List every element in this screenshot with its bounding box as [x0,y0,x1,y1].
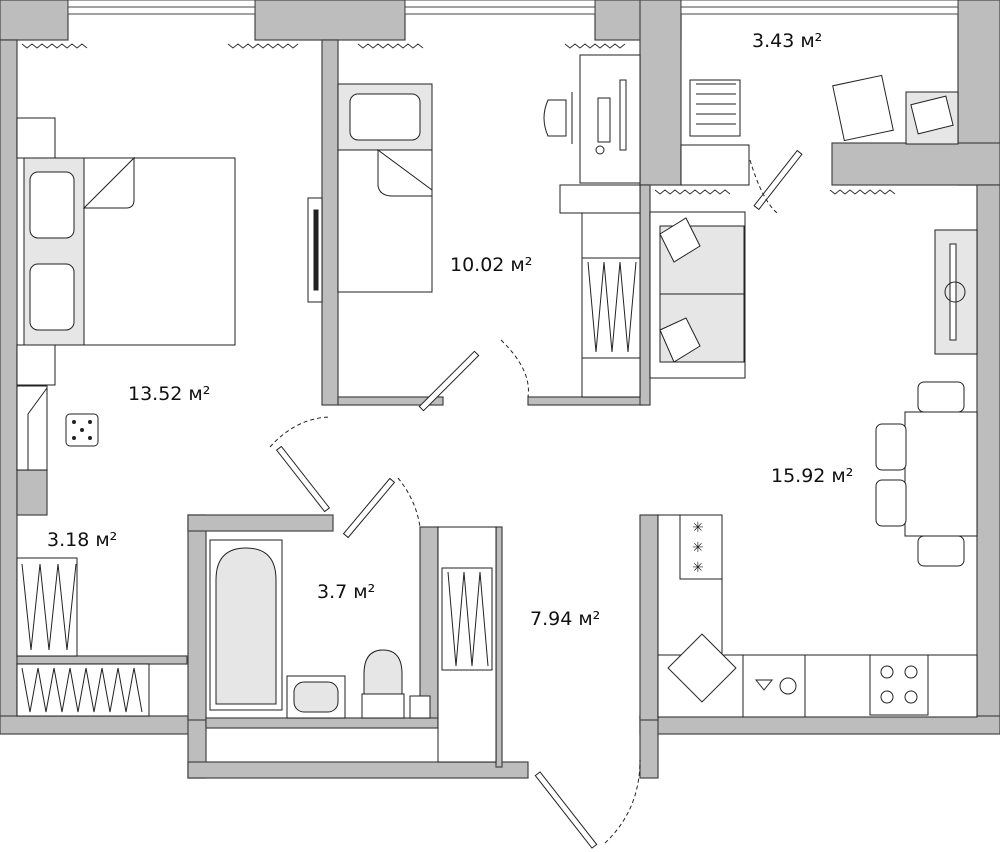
svg-text:✳: ✳ [692,520,704,536]
dresser [16,385,48,471]
label-bathroom: 3.7 м² [317,581,375,603]
windows [67,0,959,15]
svg-text:✳: ✳ [692,540,704,556]
balcony-newspaper [910,95,954,135]
hallway-closet [437,526,497,763]
door-bath-leaf [342,477,396,539]
kitchen-sink [667,633,737,703]
kitchen-furniture: ✳ ✳ ✳ [657,514,978,718]
balcony-furniture [680,74,959,186]
door-child-leaf [418,350,480,412]
wall-right [976,184,1000,721]
wall-bottom-bath-low [187,761,529,779]
bath-box [409,695,431,719]
balcony-chair-2 [832,74,894,142]
wall-bottom-left [0,715,193,735]
chair [543,92,573,144]
toilet [363,649,403,695]
wall-child-bottom-b [527,396,644,406]
wall-bath-left [187,514,207,721]
dining-table [904,411,978,537]
wall-wardrobe-bottom [16,655,188,665]
label-bedroom: 13.52 м² [128,383,210,405]
tv [313,209,319,291]
wall-bedroom-child [321,39,339,406]
wardrobe-room-furniture [16,557,150,717]
dining-chair-3 [875,479,907,527]
dining-chair-2 [875,423,907,471]
wall-kitchen-left [639,514,659,721]
label-balcony: 3.43 м² [752,30,822,52]
dining-chair-1 [917,381,965,413]
wall-balcony-bottom-right [831,142,1000,186]
area-labels: 13.52 м² 10.02 м² 3.43 м² 15.92 м² 3.18 … [47,30,853,630]
door-bedroom-leaf [275,445,331,513]
wall-top-mid1 [254,0,406,41]
single-bed-pillow [349,93,421,141]
svg-text:✳: ✳ [692,560,704,576]
door-balcony-leaf [753,149,803,211]
outlet-dots [72,420,92,440]
wall-balcony-left [639,0,682,186]
wall-left [0,39,18,721]
dining-chair-4 [917,535,965,567]
stove [869,654,929,716]
living-furniture [649,211,978,567]
wall-wardrobe-left-top [16,469,48,516]
washing-machine [742,654,806,718]
radiators [21,43,896,195]
wall-top-left [0,0,69,41]
pillow-2 [29,263,75,331]
doors [269,149,803,849]
toilet-tank [361,693,405,719]
balcony-chair-1 [689,79,741,137]
bathroom-furniture [209,539,431,719]
nightstand-2 [16,344,56,386]
wall-bottom-right-post [639,715,659,779]
nightstand-1 [16,117,56,159]
sofa-pillow-1 [659,217,701,263]
sofa-pillow-2 [659,317,701,363]
pillow-1 [29,171,75,239]
bed-blanket-fold [82,156,135,209]
keyboard [597,97,611,143]
wall-bath-bottom [205,717,439,729]
balcony-sill [680,144,750,186]
wall-child-living [639,184,651,406]
label-childroom: 10.02 м² [450,254,532,276]
bedroom-furniture [16,117,323,471]
label-wardrobe: 3.18 м² [47,529,117,551]
childroom-furniture [337,54,641,398]
monitor [619,79,627,151]
wardrobe-cabinet-bottom [16,663,150,717]
tv-living [949,243,957,341]
wall-child-bottom-a [337,396,444,406]
mouse [595,145,605,155]
label-kitchen-living: 15.92 м² [771,465,853,487]
bookshelf [559,184,641,214]
wall-bottom-right [639,715,1000,735]
label-hallway: 7.94 м² [530,608,600,630]
wall-bath-top [187,514,334,532]
wall-hall-closet [495,526,503,768]
door-entry-leaf [534,771,598,849]
